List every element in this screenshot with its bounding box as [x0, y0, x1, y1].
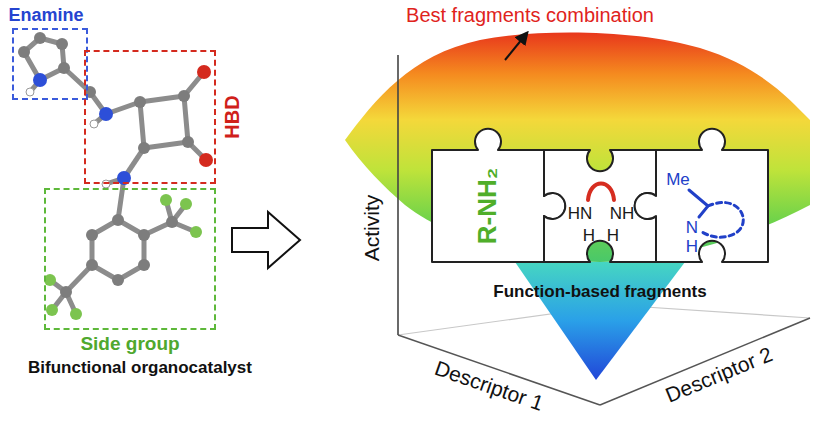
figure-caption-text: Bifunctional organocatalyst — [28, 358, 252, 378]
bond — [144, 142, 188, 148]
enamine-region: Enamine — [12, 28, 88, 100]
puzzle-piece: MeNH — [656, 150, 768, 262]
atom-label: NH — [610, 204, 635, 224]
carbon-atom — [112, 214, 124, 226]
atom-label: HN — [568, 204, 593, 224]
bond-sketch — [588, 184, 614, 201]
group-label: Function-based fragments — [493, 282, 706, 302]
bond — [140, 96, 184, 102]
atom-label: H — [583, 226, 595, 246]
carbon-atom — [112, 274, 124, 286]
nitrogen-atom — [99, 107, 113, 121]
transform-arrow — [232, 212, 300, 268]
carbon-atom — [56, 38, 68, 50]
carbon-atom — [60, 286, 72, 298]
fluorine-atom — [70, 308, 82, 320]
atom-label: H — [686, 237, 698, 257]
activity-axis — [397, 55, 399, 335]
atom-label: N — [686, 218, 698, 238]
hydrogen-atom — [102, 180, 110, 188]
hydrogen-atom — [90, 120, 98, 128]
fluorine-atom — [180, 198, 192, 210]
piece-outline — [636, 130, 788, 282]
carbon-atom — [86, 259, 98, 271]
region-heading: Enamine — [8, 5, 83, 26]
oxygen-atom — [197, 65, 211, 79]
activity-cone — [515, 262, 685, 380]
fluorine-atom — [160, 194, 172, 206]
region-heading: HBD — [221, 95, 244, 138]
atom-label: H — [607, 226, 619, 246]
carbon-atom — [134, 96, 146, 108]
carbon-atom — [166, 216, 178, 228]
carbon-atom — [178, 90, 190, 102]
axis-label: Activity — [360, 195, 384, 262]
carbon-atom — [138, 142, 150, 154]
carbon-atom — [86, 229, 98, 241]
hbd-region: HBD — [84, 50, 216, 184]
puzzle-outline — [635, 129, 768, 262]
hydrogen-atom — [26, 88, 34, 96]
carbon-atom — [18, 46, 30, 58]
carbon-atom — [138, 229, 150, 241]
bond-sketch — [689, 190, 708, 217]
axis-label: Descriptor 2 — [662, 342, 776, 408]
bond — [140, 102, 144, 148]
nitrogen-atom — [33, 73, 47, 87]
bond-sketch — [702, 203, 743, 238]
peak-label: Best fragments combination — [406, 4, 654, 27]
carbon-atom — [34, 32, 46, 44]
fluorine-atom — [46, 304, 58, 316]
region-heading: Side group — [80, 333, 179, 355]
atom-label: Me — [666, 170, 690, 190]
bond — [184, 96, 188, 142]
carbon-atom — [138, 259, 150, 271]
carbon-atom — [182, 136, 194, 148]
pointer-arrow — [505, 33, 527, 60]
puzzle-piece: R-NH₂ — [432, 150, 544, 262]
activity-surface — [345, 32, 810, 262]
axis-label: Descriptor 1 — [432, 356, 547, 416]
carbon-atom — [58, 62, 70, 74]
side-group-region: Side group — [44, 188, 216, 330]
fluorine-atom — [190, 226, 202, 238]
fragment-formula: R-NH₂ — [473, 168, 503, 245]
oxygen-atom — [199, 153, 213, 167]
